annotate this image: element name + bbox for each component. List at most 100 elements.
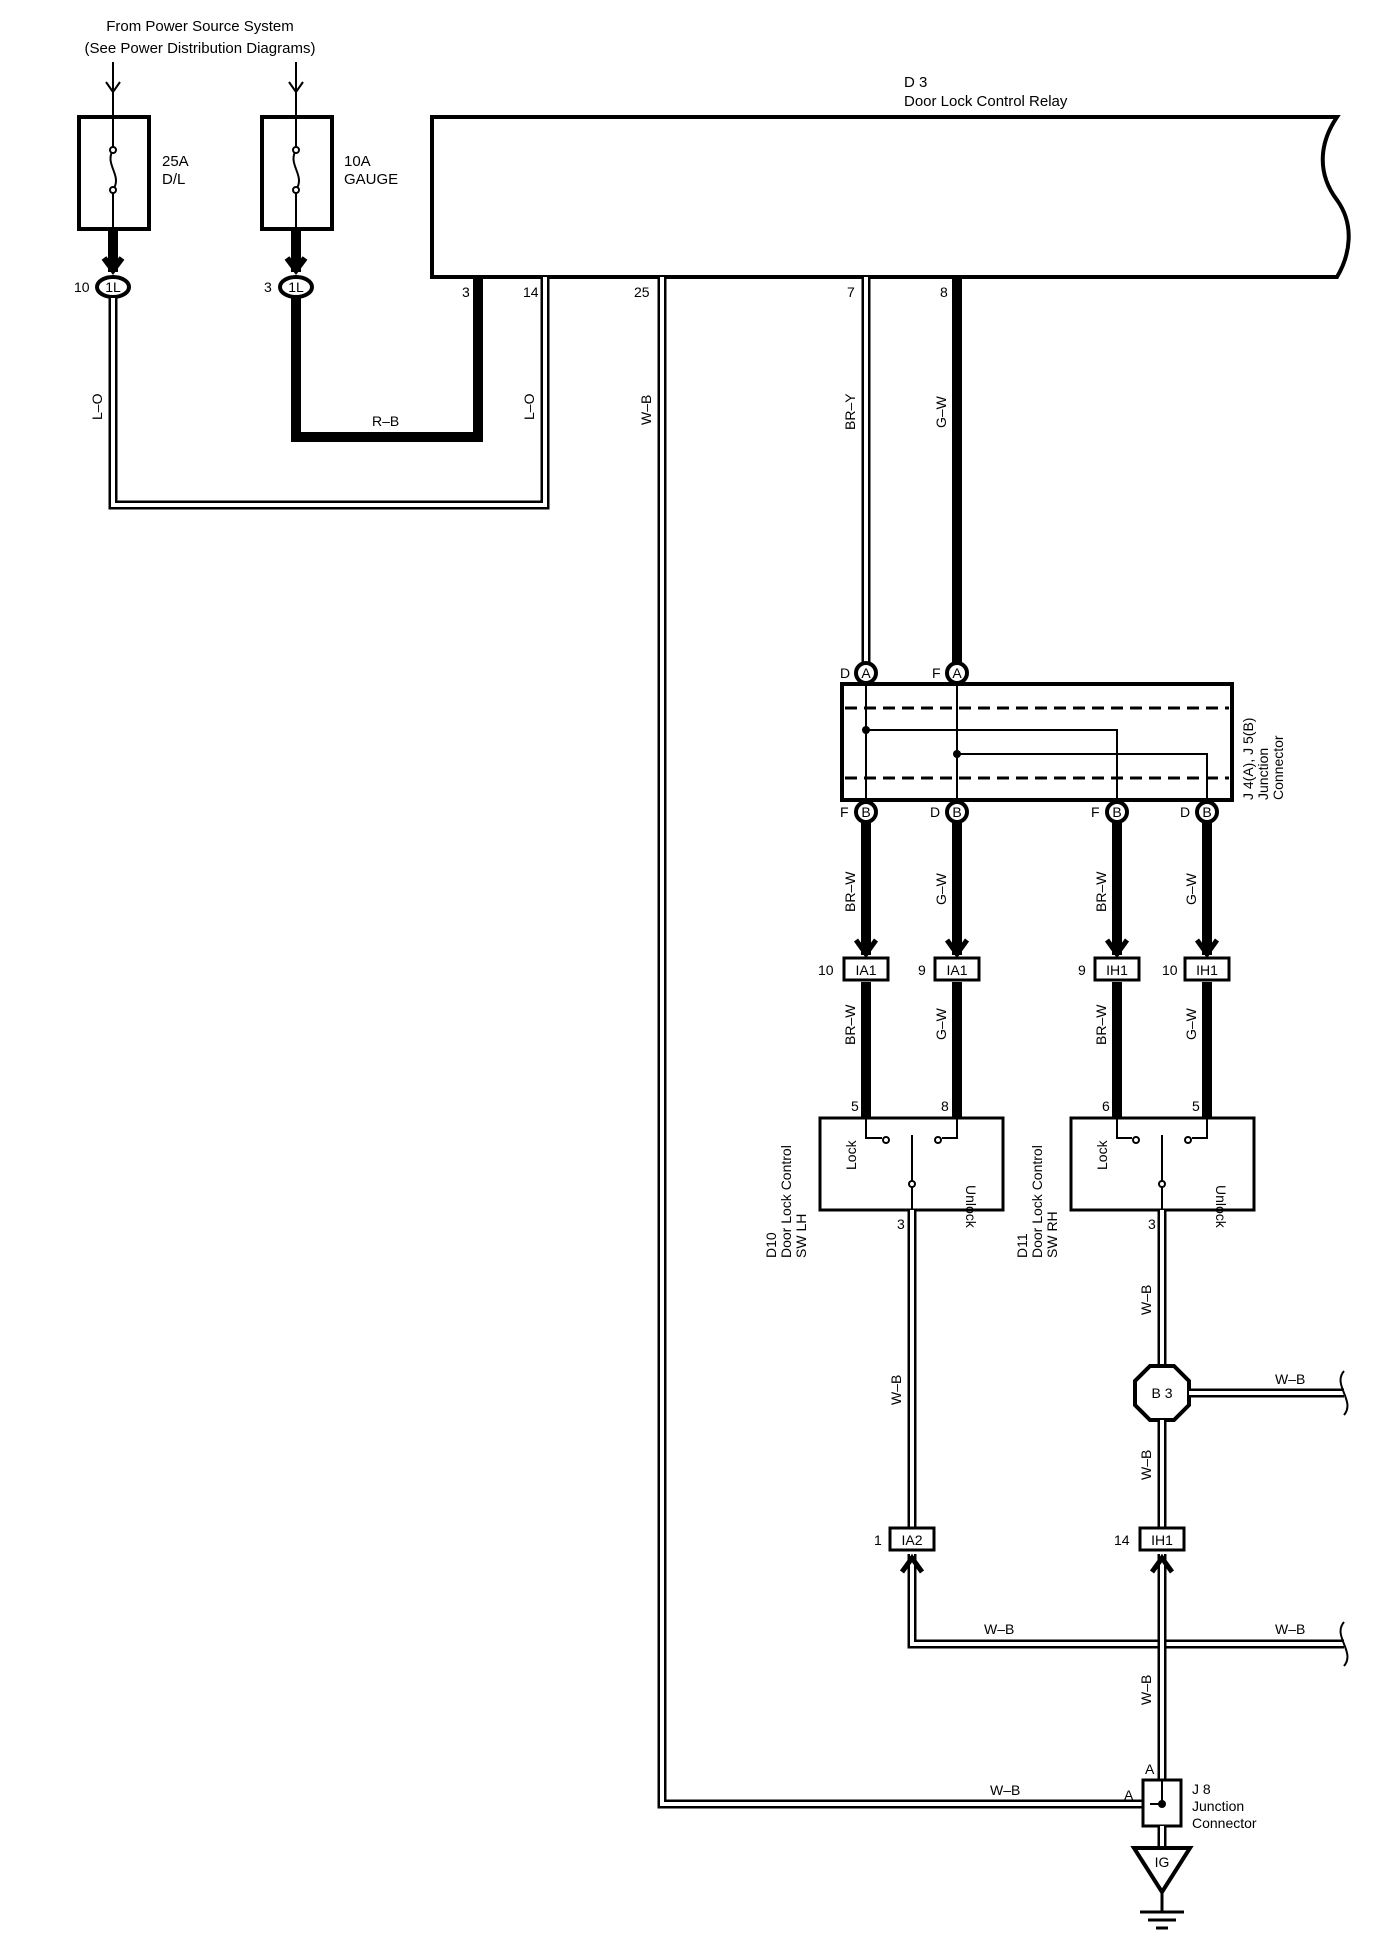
inline-connector-ih1-10 xyxy=(1183,956,1231,982)
inline-connector-ia1-10 xyxy=(842,956,890,982)
wire-break-2 xyxy=(1339,1621,1349,1667)
junction-pin-bot-2-pin: D xyxy=(930,804,940,820)
relay-pin-3: 3 xyxy=(462,284,470,300)
wire-w-b-lh-label: W–B xyxy=(888,1375,904,1405)
junction-j8 xyxy=(1141,1778,1183,1848)
fuse-10a-rating: 10A xyxy=(344,153,371,170)
fuse-25a-rating: 25A xyxy=(162,153,189,170)
switch-rh-name2: SW RH xyxy=(1044,1211,1060,1258)
wire-g-w-lh-upper xyxy=(944,823,970,959)
connector-1l-a-label: 1L xyxy=(105,279,121,295)
wire-w-b-right-label-2: W–B xyxy=(1275,1621,1305,1637)
fuse-25a xyxy=(77,62,151,275)
junction-pin-bot-4 xyxy=(1195,800,1219,824)
switch-lh-lock: Lock xyxy=(843,1139,859,1170)
wire-break-1 xyxy=(1339,1370,1349,1416)
inline-connector-ih1-10-name: IH1 xyxy=(1196,962,1218,978)
junction-pin-bot-1 xyxy=(854,800,878,824)
junction-pin-top-1-pin: D xyxy=(840,665,850,681)
switch-rh-id: D11 xyxy=(1014,1233,1030,1258)
connector-1l-b xyxy=(278,275,314,299)
inline-connector-ia2-name: IA2 xyxy=(901,1532,922,1548)
switch-rh xyxy=(1069,1116,1256,1212)
inline-connector-ia1-9-name: IA1 xyxy=(946,962,967,978)
switch-lh-pin-3: 3 xyxy=(897,1216,905,1232)
junction-pin-bot-3-pin: F xyxy=(1091,804,1100,820)
relay-pin-14: 14 xyxy=(523,284,539,300)
connector-1l-b-label: 1L xyxy=(288,279,304,295)
wire-g-w-label-1: G–W xyxy=(933,872,949,905)
junction-pin-bot-3-conn: B xyxy=(1112,804,1121,820)
wire-w-b-j8-label: W–B xyxy=(1138,1675,1154,1705)
wire-br-w-label-4: BR–W xyxy=(1093,1004,1109,1045)
fuse-10a-name: GAUGE xyxy=(344,171,398,188)
junction-pin-bot-4-pin: D xyxy=(1180,804,1190,820)
junction-pin-top-2-conn: A xyxy=(952,665,962,681)
splice-b3 xyxy=(1133,1364,1344,1422)
wire-g-w-rh-upper xyxy=(1194,823,1220,959)
connector-1l-b-pin: 3 xyxy=(264,279,272,295)
wire-w-b-mid-label: W–B xyxy=(984,1621,1014,1637)
wire-w-b-bottom-label: W–B xyxy=(990,1782,1020,1798)
relay-pin-7: 7 xyxy=(847,284,855,300)
connector-1l-a-pin: 10 xyxy=(74,279,90,295)
wire-w-b-ia2-down xyxy=(899,1553,1344,1649)
inline-connector-ih1-14-name: IH1 xyxy=(1151,1532,1173,1548)
junction-pin-bot-1-pin: F xyxy=(840,804,849,820)
switch-lh-name2: SW LH xyxy=(793,1214,809,1258)
inline-connector-ia2-pin: 1 xyxy=(874,1532,882,1548)
switch-lh-id: D10 xyxy=(763,1232,779,1258)
wire-br-w-label-1: BR–W xyxy=(842,871,858,912)
wire-br-w-label-3: BR–W xyxy=(842,1004,858,1045)
wire-l-o xyxy=(108,277,550,510)
wire-w-b-b3-label: W–B xyxy=(1138,1450,1154,1480)
switch-rh-name1: Door Lock Control xyxy=(1029,1145,1045,1258)
junction-pin-bot-3 xyxy=(1105,800,1129,824)
wire-w-b-rh-label: W–B xyxy=(1138,1285,1154,1315)
ground-ig-name: IG xyxy=(1155,1854,1170,1870)
inline-connector-ih1-9 xyxy=(1093,956,1141,982)
junction-j8-pin-left: A xyxy=(1124,1787,1134,1803)
wire-l-o-label-left: L–O xyxy=(89,393,105,420)
inline-connector-ih1-14 xyxy=(1138,1526,1186,1552)
switch-lh-name1: Door Lock Control xyxy=(778,1145,794,1258)
wire-w-b-right-label-1: W–B xyxy=(1275,1371,1305,1387)
junction-pin-bot-1-conn: B xyxy=(861,804,870,820)
wire-r-b xyxy=(291,277,483,442)
junction-pin-top-1 xyxy=(854,661,878,685)
inline-connector-ia1-10-pin: 10 xyxy=(818,962,834,978)
junction-j8-pin-top: A xyxy=(1145,1761,1155,1777)
switch-rh-unlock: Unlock xyxy=(1213,1185,1229,1229)
junction-pin-bot-2 xyxy=(945,800,969,824)
inline-connector-ih1-9-pin: 9 xyxy=(1078,962,1086,978)
power-source-line2: (See Power Distribution Diagrams) xyxy=(85,40,316,57)
inline-connector-ia2 xyxy=(888,1526,936,1552)
switch-rh-pin-3: 3 xyxy=(1148,1216,1156,1232)
switch-rh-lock: Lock xyxy=(1094,1139,1110,1170)
splice-b3-name: B 3 xyxy=(1151,1385,1172,1401)
wire-g-w-label-3: G–W xyxy=(933,1007,949,1040)
wire-g-w-label-2: G–W xyxy=(1183,872,1199,905)
switch-lh-pin-5: 5 xyxy=(851,1098,859,1114)
junction-j4-name1: J 4(A), J 5(B) xyxy=(1240,718,1256,800)
junction-pin-bot-2-conn: B xyxy=(952,804,961,820)
wire-br-w-label-2: BR–W xyxy=(1093,871,1109,912)
switch-lh-unlock: Unlock xyxy=(963,1185,979,1229)
relay-pin-25: 25 xyxy=(634,284,650,300)
inline-connector-ia1-9 xyxy=(933,956,981,982)
inline-connector-ih1-14-pin: 14 xyxy=(1114,1532,1130,1548)
junction-pin-bot-4-conn: B xyxy=(1202,804,1211,820)
wire-br-w-lh-upper xyxy=(853,823,879,959)
relay-pin-8: 8 xyxy=(940,284,948,300)
junction-j4-name2: Junction xyxy=(1255,748,1271,800)
relay-d3 xyxy=(430,115,1351,279)
wire-l-o-label-right: L–O xyxy=(521,393,537,420)
wire-w-b-long-label: W–B xyxy=(638,395,654,425)
wire-g-w-label-4: G–W xyxy=(1183,1007,1199,1040)
wire-w-b-long xyxy=(657,277,1150,1809)
wire-r-b-label: R–B xyxy=(372,413,399,429)
junction-pin-top-2 xyxy=(945,661,969,685)
inline-connector-ia1-10-name: IA1 xyxy=(855,962,876,978)
relay-name: Door Lock Control Relay xyxy=(904,93,1068,110)
